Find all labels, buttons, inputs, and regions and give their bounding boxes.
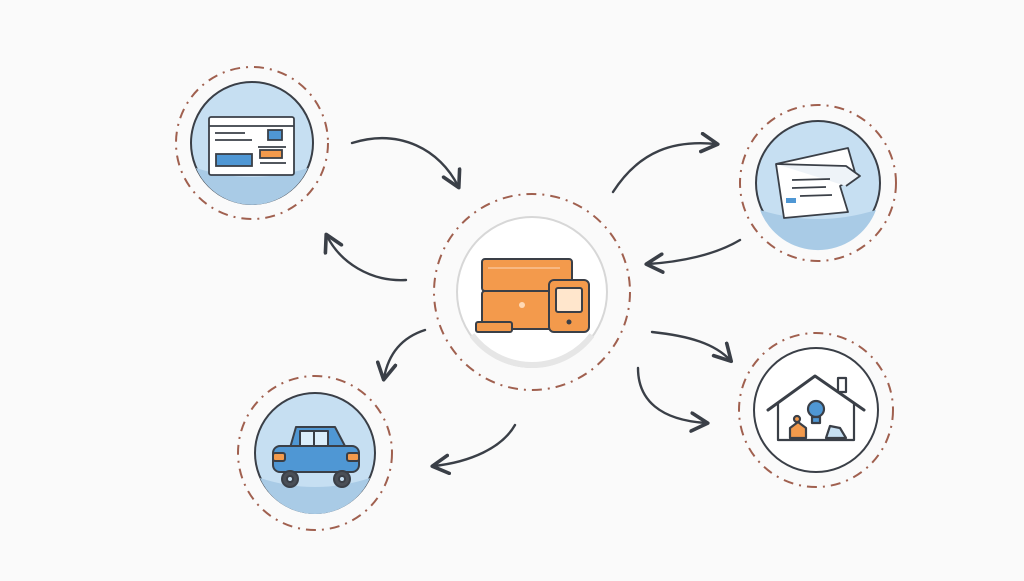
arrow-car-from-center [430, 423, 517, 476]
arrow-center-to-car [375, 328, 427, 382]
browser-window-icon [208, 116, 295, 176]
arrow-home-from-center [636, 366, 710, 433]
home-dashed-ring [738, 332, 894, 488]
browser-dashed-ring [175, 66, 329, 220]
central-dashed-ring [433, 193, 631, 391]
node-car[interactable] [237, 375, 393, 531]
arrow-center-to-browser [323, 232, 408, 282]
smart-home-icon [766, 374, 866, 442]
arrow-email-to-center [644, 238, 742, 274]
email-icon [775, 147, 861, 219]
arrow-browser-to-center [350, 137, 462, 190]
central-node[interactable] [433, 193, 631, 391]
devices-icon [475, 258, 590, 333]
arrow-center-to-home [650, 330, 734, 364]
car-icon [272, 426, 360, 488]
car-dashed-ring [237, 375, 393, 531]
node-smart-home[interactable] [738, 332, 894, 488]
node-browser-window[interactable] [175, 66, 329, 220]
email-dashed-ring [739, 104, 897, 262]
arrow-center-to-email [611, 131, 720, 194]
arrows [323, 131, 742, 476]
node-email[interactable] [739, 104, 897, 262]
